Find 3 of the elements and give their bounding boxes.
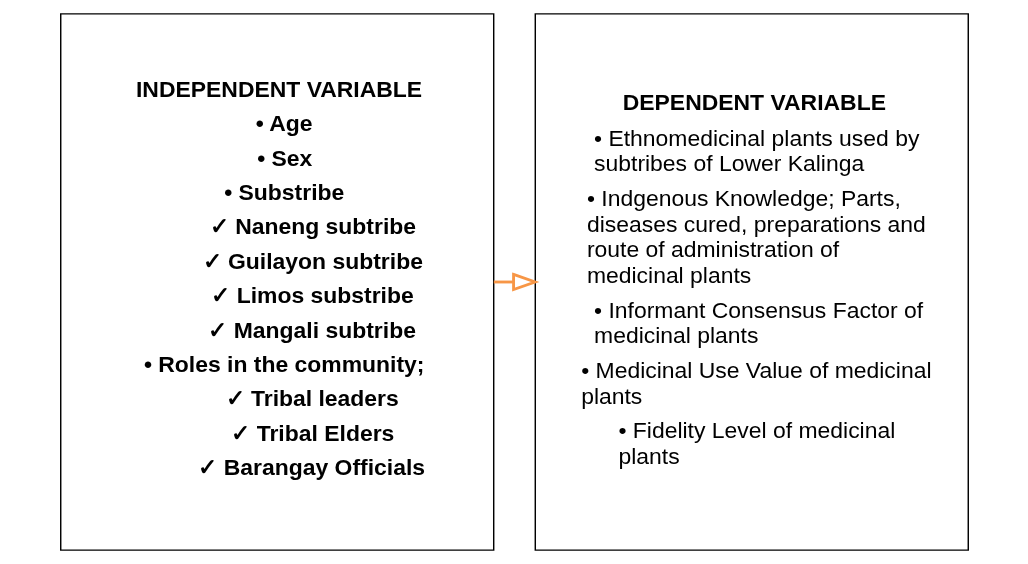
node-box: INDEPENDENT VARIABLE • Age • Sex • Substribe ✓ Naneng subtribe ✓ Guilayon subtribe ✓ Limos substribe ✓ Mangali subtribe • Roles in the community; ✓ Tribal leaders ✓ Tribal Elders ✓ Barangay Officials (59, 13, 494, 551)
arrow (493, 272, 539, 292)
node-box: DEPENDENT VARIABLE • Ethnomedicinal plants used by subtribes of Lower Kalinga • Indgenous Knowledge; Parts, diseases cured, preparations and route of administration of medicinal plants • Informant Consensus Factor of medicinal plants • Medicinal Use Value of medicinal plants • Fidelity Level of medicinal plants (534, 13, 969, 551)
